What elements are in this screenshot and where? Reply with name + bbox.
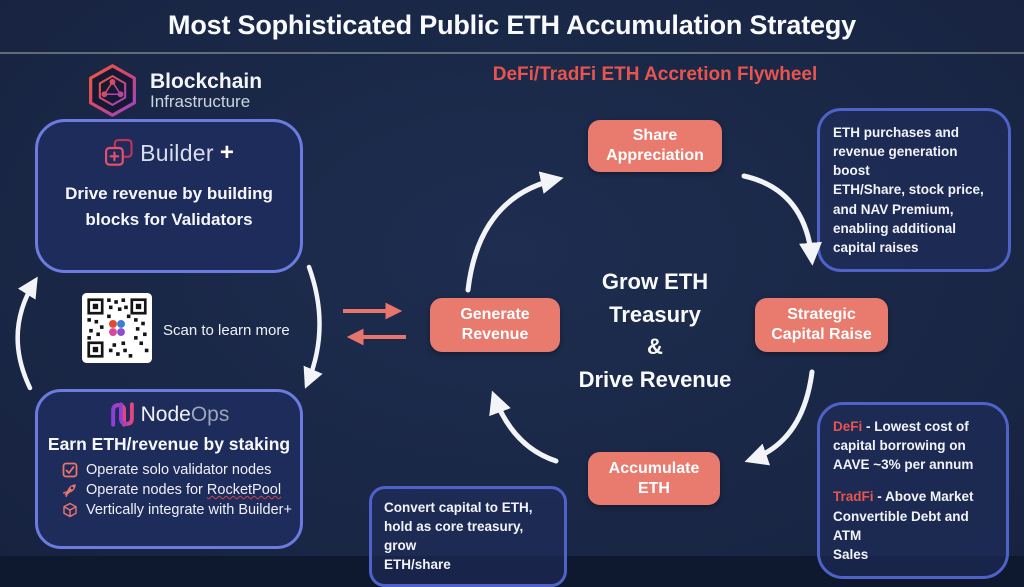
arrow-builder-to-nodeops — [303, 264, 323, 389]
qr-code — [82, 293, 152, 363]
bullet-item: Vertically integrate with Builder+ — [62, 502, 292, 518]
bullet-item: Operate nodes for RocketPool — [62, 482, 292, 498]
builder-logo-plus: + — [219, 139, 234, 166]
nodeops-logo-text-node: Node — [140, 402, 191, 426]
defi-term: DeFi — [833, 419, 863, 434]
builder-plus-logo: Builder+ — [104, 138, 234, 168]
defi-line: DeFi - Lowest cost of capital borrowing … — [833, 419, 974, 473]
capital-raise-note-box: ETH purchases and revenue generation boo… — [817, 108, 1011, 273]
nodeops-logo: NodeOps — [109, 402, 230, 427]
brand-name-line2: Infrastructure — [150, 91, 251, 111]
arrow-nodeops-to-builder — [15, 276, 38, 391]
cube-icon — [63, 502, 77, 518]
nodeops-box: NodeOps Earn ETH/revenue by staking Oper… — [35, 389, 303, 549]
brand-name-line1: Blockchain — [150, 69, 263, 93]
arrow-strategic-to-accumulate — [744, 369, 815, 466]
arrow-accumulate-to-generate — [489, 390, 559, 464]
page-title: Most Sophisticated Public ETH Accumulati… — [168, 10, 856, 40]
rocketpool-link: RocketPool — [206, 482, 282, 498]
bullet-item: Operate solo validator nodes — [62, 462, 292, 478]
nodeops-bullet-list: Operate solo validator nodes Operate nod… — [38, 462, 292, 518]
blockchain-hexagon-icon — [89, 64, 136, 117]
title-divider — [0, 52, 1024, 54]
convert-capital-note-box: Convert capital to ETH, hold as core tre… — [369, 486, 567, 587]
note-spacer — [833, 474, 993, 487]
brand-logo: Blockchain Infrastructure — [84, 62, 262, 119]
node-share-appreciation: Share Appreciation — [588, 120, 722, 172]
builder-plus-box: Builder+ Drive revenue by building block… — [35, 119, 303, 273]
builder-plus-icon — [105, 139, 133, 166]
flywheel-center-text: Grow ETH Treasury & Drive Revenue — [578, 269, 732, 392]
nodeops-logo-text-ops: Ops — [190, 402, 230, 426]
tradfi-line: TradFi - Above Market Convertible Debt a… — [833, 489, 974, 562]
node-accumulate-eth: Accumulate ETH — [588, 452, 720, 505]
nodeops-heading: Earn ETH/revenue by staking — [47, 434, 291, 454]
defi-tradfi-note-box: DeFi - Lowest cost of capital borrowing … — [817, 402, 1009, 580]
rocket-icon — [62, 484, 76, 498]
builder-logo-text: Builder — [140, 139, 214, 166]
bullet-label: Operate solo validator nodes — [86, 462, 272, 478]
node-generate-revenue: Generate Revenue — [430, 298, 560, 352]
bullet-label: Vertically integrate with Builder+ — [86, 502, 292, 518]
builder-description: Drive revenue by building blocks for Val… — [65, 184, 273, 229]
qr-caption: Scan to learn more — [163, 322, 290, 339]
flywheel-heading: DeFi/TradFi ETH Accretion Flywheel — [492, 64, 818, 85]
tradfi-term: TradFi — [833, 489, 874, 505]
nodeops-icon — [110, 402, 134, 427]
node-strategic-capital-raise: Strategic Capital Raise — [755, 298, 888, 352]
arrow-share-to-strategic — [741, 173, 822, 266]
arrow-generate-to-share — [465, 171, 564, 293]
checkbox-icon — [62, 462, 78, 478]
bullet-label: Operate nodes for RocketPool — [86, 482, 282, 498]
brand-name: Blockchain Infrastructure — [150, 70, 262, 112]
